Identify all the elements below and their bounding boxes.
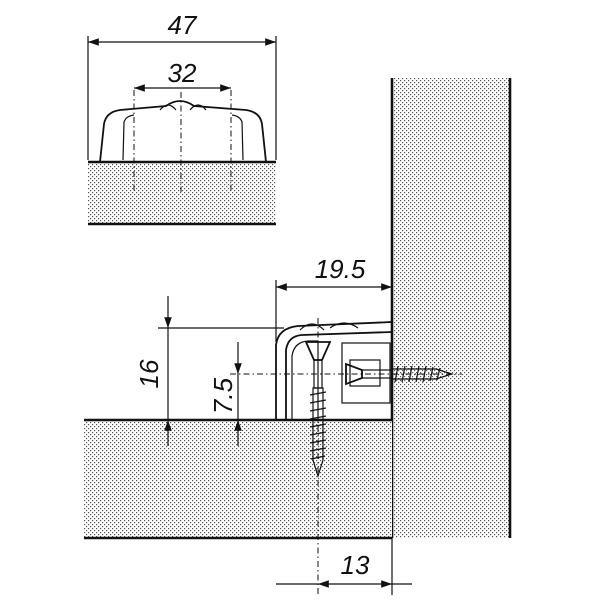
top-fitting-inner-left bbox=[122, 114, 135, 161]
fitting-block-slot bbox=[349, 359, 381, 387]
dim-16-label: 16 bbox=[134, 359, 164, 388]
fitting-section-body bbox=[275, 321, 393, 421]
vertical-screw-thread bbox=[312, 387, 324, 479]
top-fitting-inner-right bbox=[231, 114, 244, 161]
fitting-hatched-block bbox=[341, 342, 391, 404]
dim-19-5-label: 19.5 bbox=[315, 254, 366, 284]
top-fitting-outline bbox=[99, 100, 267, 163]
fitting-inner-wall bbox=[285, 331, 393, 420]
side-view: 19.5 16 7.5 13 bbox=[84, 78, 512, 595]
horizontal-screw-thread bbox=[391, 368, 455, 380]
dim-7-5-label: 7.5 bbox=[208, 377, 238, 414]
top-panel-stipple bbox=[88, 162, 276, 224]
vertical-panel bbox=[392, 78, 510, 538]
top-fitting-cap-right bbox=[189, 104, 207, 111]
dim-32-label: 32 bbox=[168, 58, 197, 88]
fitting-cap-bumps bbox=[299, 322, 359, 331]
dim-47-label: 47 bbox=[168, 10, 198, 40]
top-view: 47 32 bbox=[87, 10, 277, 226]
fitting-hatched-wedge bbox=[291, 340, 319, 421]
dim-13-label: 13 bbox=[341, 550, 370, 580]
top-fitting-cap-left bbox=[159, 104, 177, 111]
